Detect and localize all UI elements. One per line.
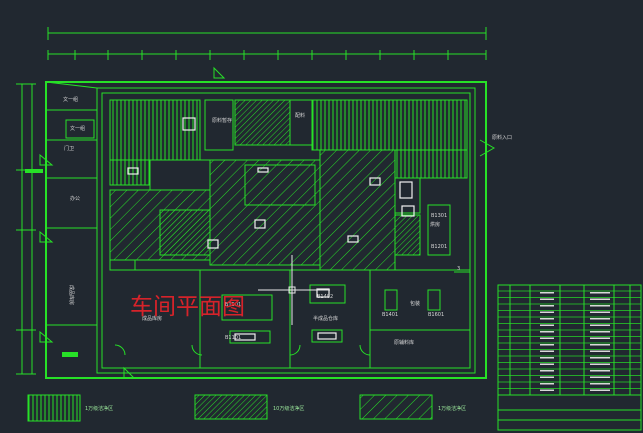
label-top-center-room: 原料暂存 — [212, 117, 232, 124]
tag-b1301: B1301 — [431, 213, 447, 219]
dimension-mark-right: 3 — [454, 266, 470, 273]
svg-text:3: 3 — [457, 266, 460, 272]
tag-b1401: B1401 — [382, 312, 398, 318]
legend-swatch-diagonal-wide — [359, 394, 433, 420]
tag-b1201: B1201 — [431, 244, 447, 250]
tag-b1402: B1402 — [317, 294, 333, 300]
label-top-left-room2: 文一组 — [70, 125, 85, 132]
label-left-storage: 成品库房 — [68, 285, 75, 305]
tag-b1101: B1101 — [225, 335, 241, 341]
legend-label-3: 1万级洁净区 — [438, 405, 466, 412]
equipment-tags: B1301 B1501 B1402 B1401 B1601 B1201 B110… — [225, 213, 447, 341]
label-left-small: 门卫 — [64, 145, 74, 152]
clean-zone-diagonal — [109, 99, 421, 271]
label-entrance: 原料入口 — [492, 134, 512, 141]
tag-b1501: B1501 — [225, 302, 241, 308]
legend-swatch-diagonal — [194, 394, 268, 420]
interior-partitions — [109, 99, 470, 368]
label-bottom-left-room: 成品库房 — [142, 315, 162, 322]
outer-walls — [45, 81, 487, 379]
label-top-mid-room: 配料 — [295, 112, 305, 119]
drawing-title-overlay: 车间平面图 — [130, 294, 245, 320]
label-right-upper: 烘房 — [430, 221, 440, 228]
label-left-office: 办公 — [70, 195, 80, 202]
label-bottom-mid-room: 半成品仓库 — [313, 315, 338, 322]
cad-crosshair-cursor — [258, 255, 330, 325]
equipment-outlines — [127, 117, 415, 341]
dimension-lines-left — [16, 83, 36, 375]
left-rooms — [25, 109, 97, 357]
room-labels: 文一组 文一组 门卫 办公 成品库房 原料入口 成品库房 半成品仓库 原辅料库 … — [63, 96, 512, 346]
label-top-left-room: 文一组 — [63, 96, 78, 103]
legend-swatch-vertical — [27, 394, 81, 422]
title-block-table — [497, 284, 642, 431]
tag-b1601: B1601 — [428, 312, 444, 318]
dimension-lines-top — [47, 27, 487, 60]
legend-label-1: 1万级洁净区 — [85, 405, 113, 412]
door-symbols — [39, 66, 496, 379]
hatch-legend: 1万级洁净区 10万级洁净区 1万级洁净区 — [27, 394, 466, 422]
label-right: 包装 — [410, 300, 420, 307]
label-bottom-right-room: 原辅料库 — [394, 339, 414, 346]
legend-label-2: 10万级洁净区 — [273, 405, 304, 412]
